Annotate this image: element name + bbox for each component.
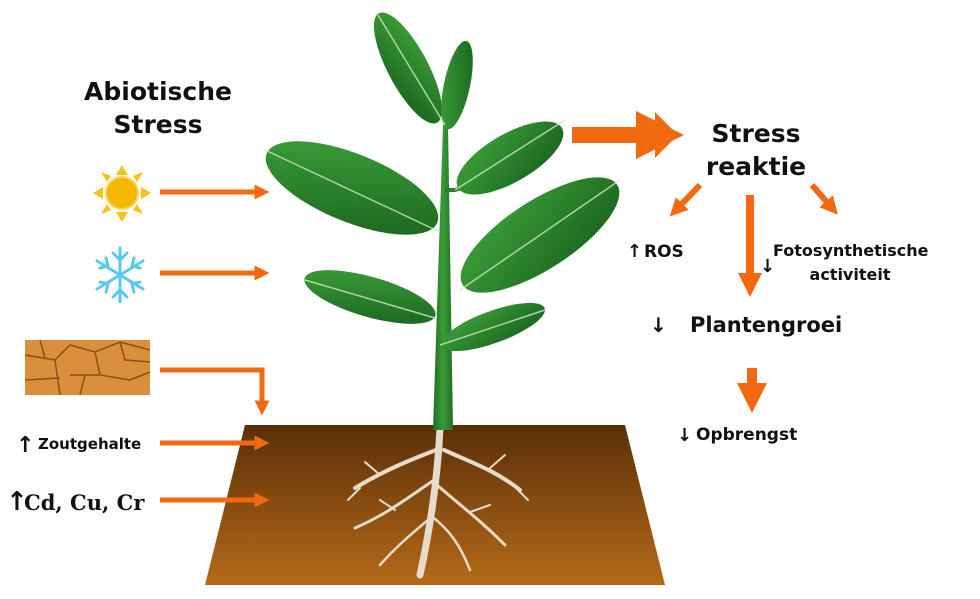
plant-stem: [433, 125, 453, 430]
left-title-line2: Stress: [113, 110, 202, 139]
snowflake-icon: [95, 246, 145, 304]
metals-label: Cd, Cu, Cr: [24, 490, 145, 515]
growth-label: Plantengroei: [690, 313, 842, 337]
yield-arrow: ↓: [677, 425, 692, 446]
metals-arrow: ↑: [6, 487, 28, 517]
arrow: [160, 367, 270, 416]
stress-arrows: [160, 184, 270, 508]
ros-label: ROS: [644, 242, 684, 262]
arrow: [669, 182, 703, 217]
leaf: [373, 12, 443, 124]
photo-line2: activiteit: [810, 265, 891, 284]
salt-label: Zoutgehalte: [38, 435, 141, 453]
left-title-line1: Abiotische: [84, 77, 232, 106]
roots: [347, 424, 529, 579]
right-title-line2: reaktie: [706, 152, 806, 181]
leaf: [441, 40, 473, 130]
photo-line1: Fotosynthetische: [773, 241, 929, 260]
sun-icon: [93, 165, 151, 222]
ros-arrow: ↑: [627, 241, 642, 262]
leaf: [265, 141, 439, 235]
photo-arrow: ↓: [760, 256, 775, 277]
leaf: [304, 270, 436, 324]
arrow: [809, 183, 838, 215]
right-title-line1: Stress: [711, 119, 800, 148]
yield-label: Opbrengst: [696, 425, 797, 445]
growth-arrow: ↓: [650, 313, 667, 337]
salt-arrow: ↑: [16, 433, 34, 458]
leaf: [456, 121, 564, 195]
cracked-earth-icon: [24, 339, 151, 396]
